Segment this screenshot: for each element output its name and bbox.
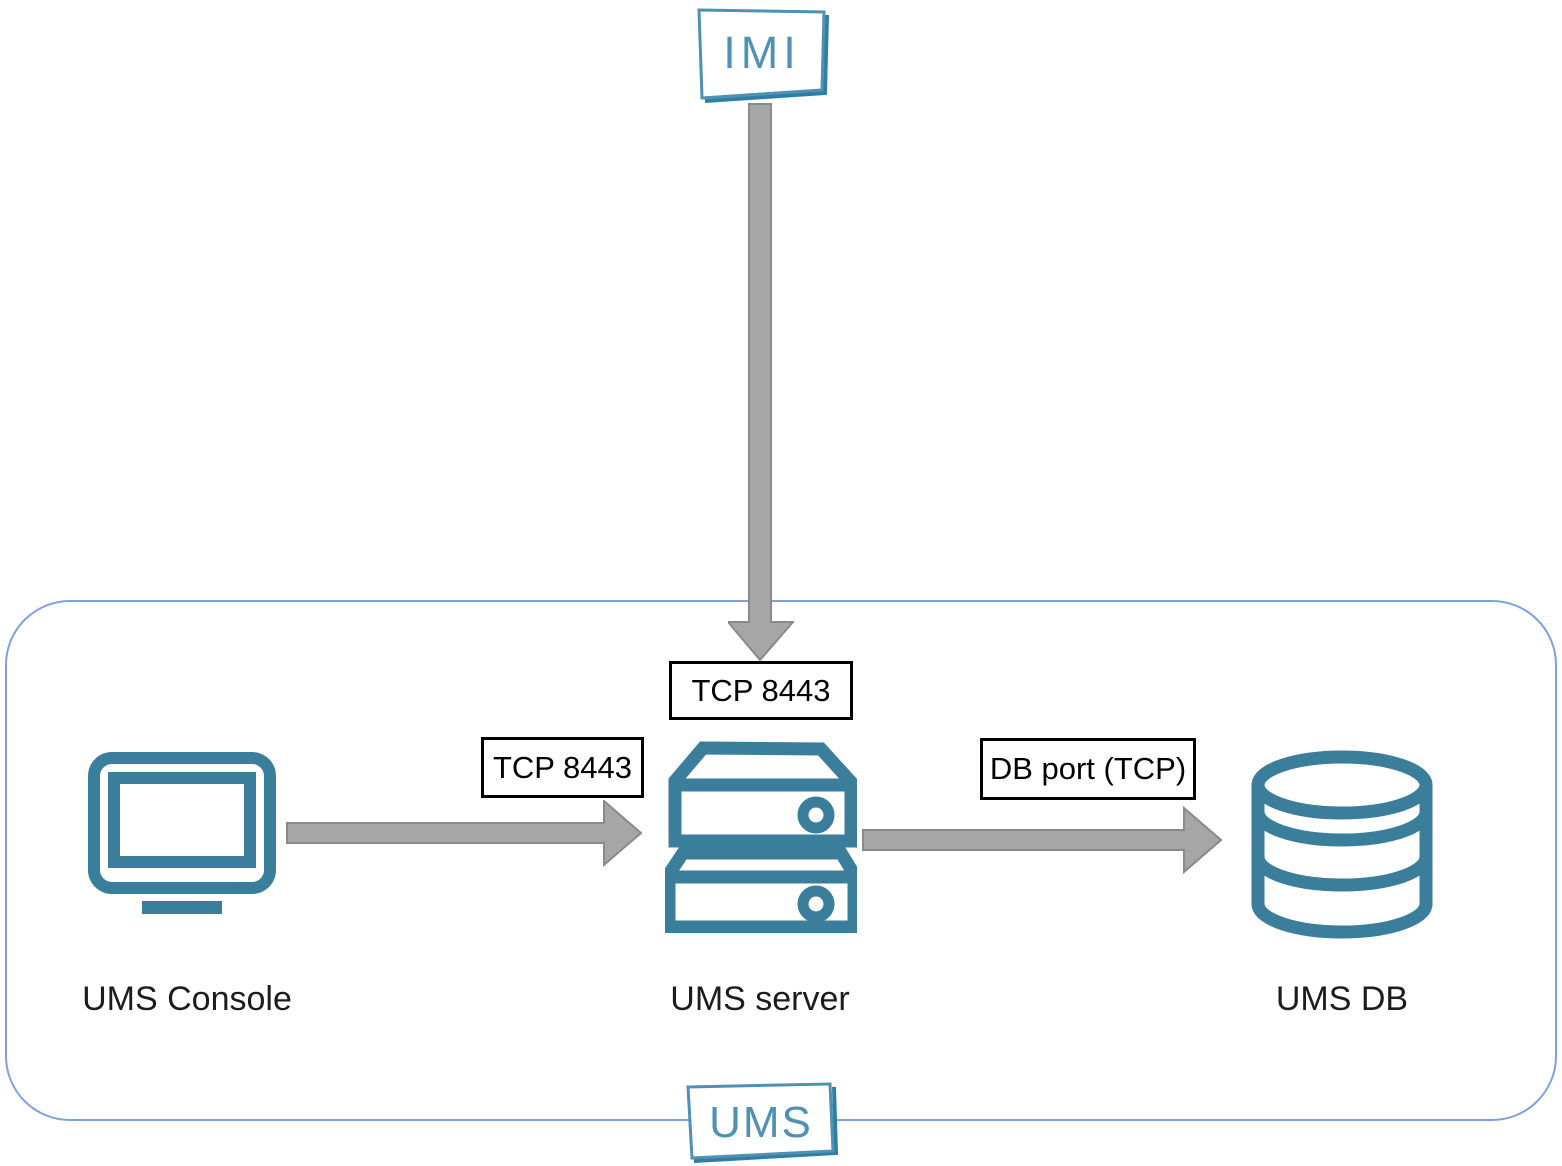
database-bottom <box>1251 897 1433 939</box>
ums-logo-frame <box>686 1082 835 1160</box>
imi-logo-shadow-edge <box>704 14 829 103</box>
monitor-icon <box>88 752 276 914</box>
port-label-server-to-db: DB port (TCP) <box>980 738 1196 800</box>
server-stack-icon <box>665 741 857 933</box>
monitor-stand <box>142 901 222 914</box>
database-band-1 <box>1251 805 1433 847</box>
ums-label: UMS <box>709 1098 813 1147</box>
arrow-server-to-db <box>862 806 1222 874</box>
node-label-ums-server: UMS server <box>670 980 850 1018</box>
database-top <box>1251 750 1433 820</box>
ums-logo-shadow-edge <box>693 1086 839 1163</box>
arrow-console-to-server <box>286 800 642 868</box>
node-label-ums-db: UMS DB <box>1275 980 1409 1018</box>
server-led-bottom <box>797 885 835 923</box>
imi-label: IMI <box>723 27 801 78</box>
imi-logo-box: IMI <box>696 5 830 103</box>
database-icon <box>1251 750 1433 939</box>
ums-logo-box: UMS <box>684 1081 840 1165</box>
monitor-screen <box>108 772 256 868</box>
database-band-2 <box>1251 850 1433 892</box>
ums-logo-icon: UMS <box>686 1082 839 1163</box>
arrow-down-shape <box>728 103 794 662</box>
port-label-console-to-server: TCP 8443 <box>481 737 644 798</box>
node-label-ums-console: UMS Console <box>82 980 292 1018</box>
imi-logo-icon: IMI <box>697 8 829 103</box>
arrow-right-shape <box>286 800 642 868</box>
server-led-top <box>797 796 835 834</box>
arrow-down-imi-to-server <box>728 103 794 662</box>
monitor-frame <box>88 752 276 894</box>
imi-logo-frame <box>697 8 826 100</box>
arrow-right-shape <box>862 806 1222 874</box>
port-label-imi-to-server: TCP 8443 <box>669 661 853 720</box>
